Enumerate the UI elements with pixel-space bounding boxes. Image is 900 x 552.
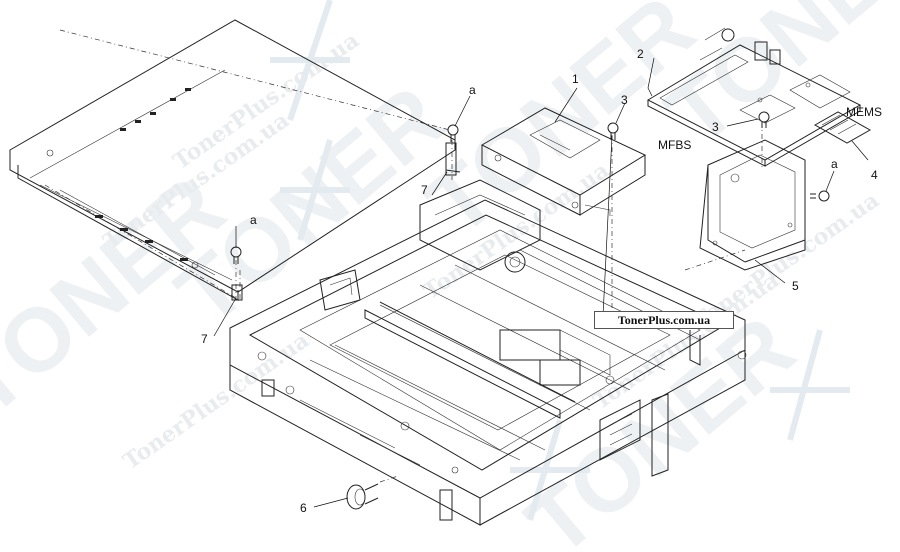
leader-lines <box>213 57 869 508</box>
callout-6: 6 <box>300 501 307 515</box>
callout-7-lower: 7 <box>201 332 208 346</box>
screw-a-upper <box>447 124 459 142</box>
watermark-site: TonerPlus.com.ua <box>119 327 314 475</box>
callout-2: 2 <box>637 47 644 61</box>
knob-part-6 <box>346 483 379 510</box>
circuit-board-part-2 <box>646 27 862 167</box>
callout-mems: MEMS <box>846 105 882 119</box>
callout-mfbs: MFBS <box>658 138 691 152</box>
screw-3-board <box>758 111 770 128</box>
memory-module-part-4 <box>813 111 872 144</box>
screw-3-center <box>607 122 619 140</box>
cover-box-part-1 <box>480 107 647 216</box>
top-cover-panel <box>9 19 456 301</box>
callout-4: 4 <box>871 168 878 182</box>
callout-a-bracket: a <box>831 157 838 171</box>
screw-a-bracket <box>810 190 830 202</box>
callout-3-center: 3 <box>621 93 628 107</box>
site-label-box: TonerPlus.com.ua <box>594 311 734 329</box>
callout-3-board: 3 <box>712 120 719 134</box>
watermark-star-icon <box>270 0 850 521</box>
callout-labels: 1 2 3 3 4 5 6 7 7 a a a MEMS MFBS <box>201 47 882 515</box>
watermark-brand: TONER <box>509 297 813 552</box>
callout-1: 1 <box>572 72 579 86</box>
main-chassis-frame <box>229 179 747 526</box>
callout-a-upper: a <box>469 83 476 97</box>
bracket-7-upper <box>445 142 461 176</box>
mounting-bracket-part-5 <box>699 139 806 271</box>
watermark-brand: TONER <box>409 0 713 255</box>
callout-a-lower: a <box>250 213 257 227</box>
callout-5: 5 <box>792 279 799 293</box>
bracket-7-lower <box>231 284 243 301</box>
callout-7-upper: 7 <box>421 183 428 197</box>
